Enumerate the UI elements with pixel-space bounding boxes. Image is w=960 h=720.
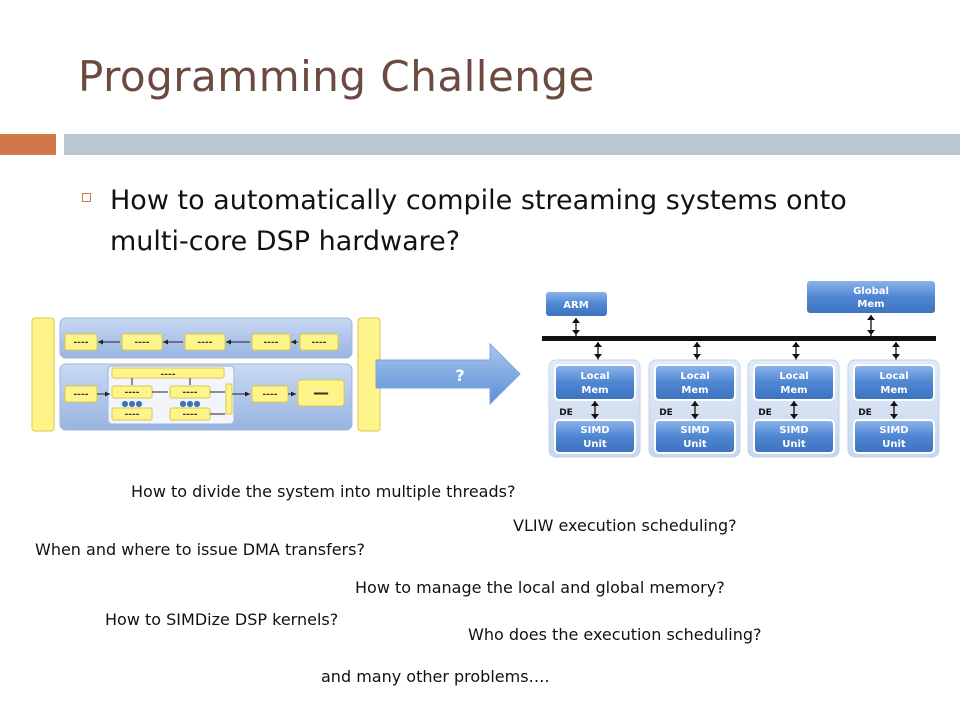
graph-dots: ●●● xyxy=(122,399,143,408)
processing-element: Local Mem DE SIMD Unit xyxy=(548,342,641,458)
simd-unit xyxy=(554,419,636,454)
joiner-node xyxy=(225,383,233,415)
arm-core xyxy=(544,290,609,318)
arm-label: ARM xyxy=(563,300,588,311)
local-mem-label: Mem xyxy=(681,385,708,396)
global-mem xyxy=(805,279,937,315)
simd-unit-label: Unit xyxy=(583,439,607,450)
graph-node-label: ---- xyxy=(198,338,213,348)
main-bullet: How to automatically compile streaming s… xyxy=(110,185,847,257)
local-mem-label: Mem xyxy=(581,385,608,396)
source-block xyxy=(31,317,55,432)
graph-node xyxy=(184,333,226,351)
local-mem xyxy=(554,364,636,401)
arrow-question-label: ? xyxy=(455,366,464,385)
processing-element: Local Mem DE SIMD Unit xyxy=(648,342,741,458)
simd-unit xyxy=(853,419,935,454)
question-simdize: How to SIMDize DSP kernels? xyxy=(105,610,339,629)
title-rule-accent xyxy=(0,134,56,155)
graph-node-label: ---- xyxy=(183,388,198,398)
simd-unit-label: SIMD xyxy=(879,425,908,436)
slide-title: Programming Challenge xyxy=(78,52,595,101)
bullet-square-icon xyxy=(82,193,91,202)
stream-graph: ---- ---- ---- ---- ---- ---- ---- ---- … xyxy=(31,317,381,432)
graph-node-label: ---- xyxy=(263,390,278,400)
graph-node-label: ---- xyxy=(161,370,176,380)
question-scheduling: Who does the execution scheduling? xyxy=(468,625,762,644)
processing-element: Local Mem DE SIMD Unit xyxy=(847,342,940,458)
graph-sink-label: — xyxy=(313,383,329,402)
simd-unit xyxy=(654,419,736,454)
de-label: DE xyxy=(858,408,872,418)
global-mem-label: Mem xyxy=(857,299,884,310)
simd-unit-label: SIMD xyxy=(680,425,709,436)
graph-node-label: ---- xyxy=(125,388,140,398)
de-label: DE xyxy=(659,408,673,418)
question-threads: How to divide the system into multiple t… xyxy=(131,482,516,501)
title-rule xyxy=(64,134,960,155)
question-other: and many other problems…. xyxy=(321,667,550,686)
de-label: DE xyxy=(559,408,573,418)
graph-node-label: ---- xyxy=(135,338,150,348)
local-mem-label: Mem xyxy=(880,385,907,396)
splitter-node xyxy=(111,367,225,379)
transform-arrow: ? xyxy=(375,342,521,406)
graph-node-label: ---- xyxy=(74,338,89,348)
simd-unit-label: Unit xyxy=(782,439,806,450)
graph-sink-node xyxy=(297,379,345,407)
graph-node xyxy=(64,333,98,351)
question-memory: How to manage the local and global memor… xyxy=(355,578,725,597)
graph-node-label: ---- xyxy=(183,410,198,420)
simd-unit-label: SIMD xyxy=(580,425,609,436)
hardware-diagram: ARM Global Mem Local Mem DE SIMD Unit xyxy=(542,279,940,458)
local-mem-label: Local xyxy=(879,371,908,382)
simd-unit-label: SIMD xyxy=(779,425,808,436)
local-mem xyxy=(853,364,935,401)
question-vliw: VLIW execution scheduling? xyxy=(513,516,737,535)
graph-node xyxy=(121,333,163,351)
graph-node xyxy=(111,407,153,421)
local-mem-label: Local xyxy=(680,371,709,382)
simd-unit-label: Unit xyxy=(683,439,707,450)
graph-dots: ●●● xyxy=(180,399,201,408)
graph-node xyxy=(251,333,291,351)
graph-node xyxy=(299,333,339,351)
processing-element: Local Mem DE SIMD Unit xyxy=(747,342,840,458)
graph-node-label: ---- xyxy=(312,338,327,348)
global-mem-label: Global xyxy=(853,286,889,297)
simd-unit xyxy=(753,419,835,454)
de-label: DE xyxy=(758,408,772,418)
local-mem xyxy=(654,364,736,401)
local-mem xyxy=(753,364,835,401)
graph-node-label: ---- xyxy=(264,338,279,348)
local-mem-label: Mem xyxy=(780,385,807,396)
system-bus xyxy=(542,336,936,341)
local-mem-label: Local xyxy=(580,371,609,382)
local-mem-label: Local xyxy=(779,371,808,382)
simd-unit-label: Unit xyxy=(882,439,906,450)
question-dma: When and where to issue DMA transfers? xyxy=(35,540,365,559)
graph-node-label: ---- xyxy=(125,410,140,420)
graph-node-label: ---- xyxy=(74,390,89,400)
